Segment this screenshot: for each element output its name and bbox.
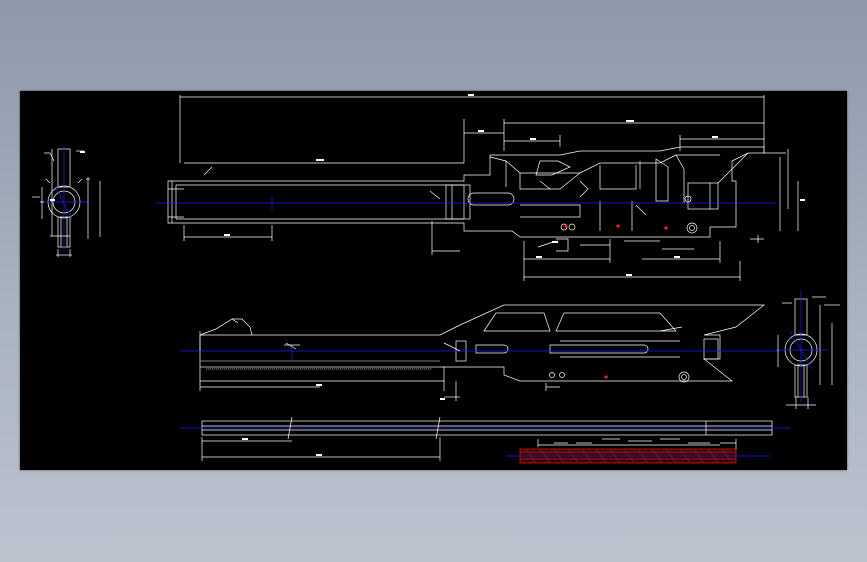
cad-drawing <box>32 94 840 464</box>
cad-viewport[interactable] <box>20 91 847 470</box>
side-section-left <box>32 146 101 257</box>
side-section-right <box>776 291 840 409</box>
top-view <box>180 304 780 401</box>
front-view <box>156 95 799 281</box>
sectioned-strip <box>506 438 770 464</box>
dimension-texts <box>50 94 805 456</box>
rod-detail <box>180 416 790 461</box>
